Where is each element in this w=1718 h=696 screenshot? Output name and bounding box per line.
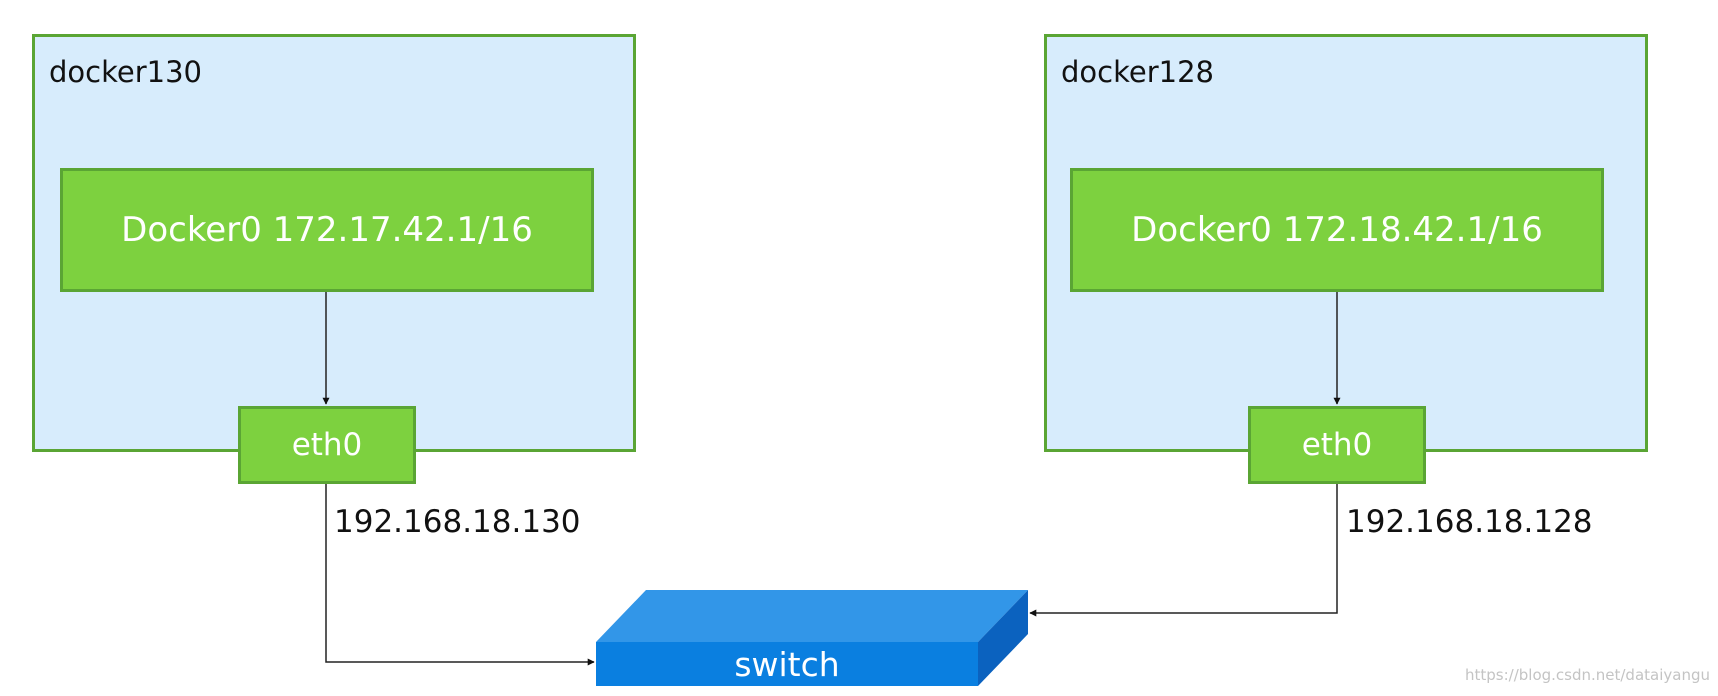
host-label: docker128 (1061, 55, 1214, 89)
docker0-bridge-docker130: Docker0 172.17.42.1/16 (60, 168, 594, 292)
watermark: https://blog.csdn.net/dataiyangu (1464, 666, 1710, 684)
switch-side-face (978, 590, 1028, 686)
host-label: docker130 (49, 55, 202, 89)
connector-eth0-right-to-switch (1029, 484, 1338, 617)
ip-label-docker128: 192.168.18.128 (1346, 504, 1593, 540)
switch-top-face (596, 590, 1028, 642)
eth0-interface-docker128: eth0 (1248, 406, 1426, 484)
ip-label-docker130: 192.168.18.130 (334, 504, 581, 540)
docker0-bridge-docker128: Docker0 172.18.42.1/16 (1070, 168, 1604, 292)
switch-label: switch (734, 644, 840, 684)
eth0-interface-docker130: eth0 (238, 406, 416, 484)
